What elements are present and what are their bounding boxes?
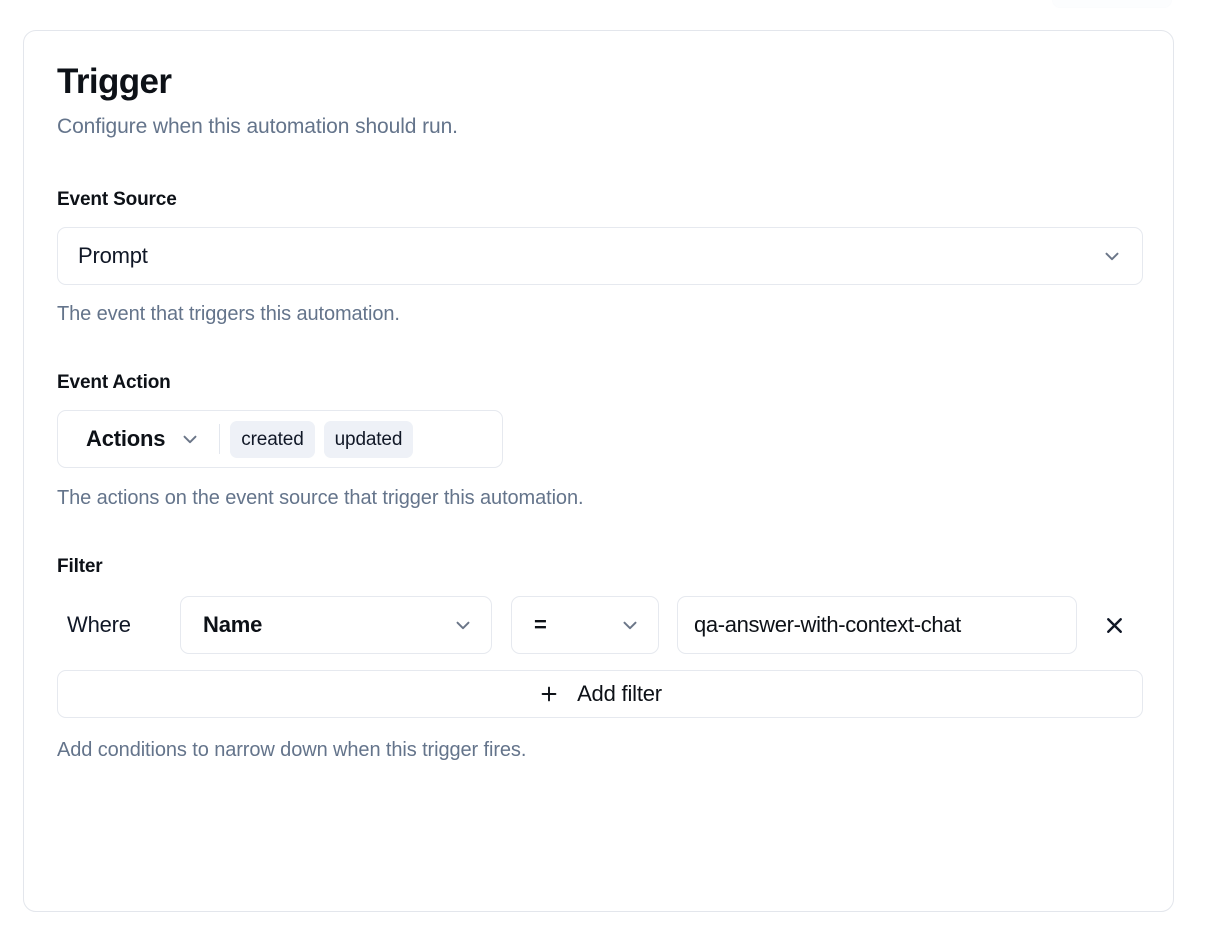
- chevron-down-icon: [1101, 245, 1123, 267]
- event-action-control: Actions created updated: [57, 410, 503, 468]
- chevron-down-icon: [619, 614, 641, 636]
- page-title: Trigger: [57, 62, 172, 101]
- chevron-down-icon: [452, 614, 474, 636]
- event-source-selected-value: Prompt: [78, 243, 148, 268]
- filter-help-text: Add conditions to narrow down when this …: [57, 739, 527, 761]
- plus-icon: [538, 683, 560, 705]
- event-source-select[interactable]: Prompt: [57, 227, 1143, 285]
- partial-element-above-card: [1052, 0, 1172, 8]
- event-source-label: Event Source: [57, 189, 177, 210]
- filter-operator-value: =: [534, 612, 547, 637]
- add-filter-label: Add filter: [577, 681, 662, 706]
- event-action-trigger-label: Actions: [86, 426, 166, 451]
- card-subtitle: Configure when this automation should ru…: [57, 115, 458, 138]
- event-action-dropdown-trigger[interactable]: Actions: [58, 411, 215, 467]
- event-action-chip-list: created updated: [230, 420, 414, 458]
- event-source-help-text: The event that triggers this automation.: [57, 303, 400, 325]
- filter-label: Filter: [57, 556, 103, 577]
- filter-value-input[interactable]: [677, 596, 1077, 654]
- where-label: Where: [67, 612, 131, 637]
- filter-field-value: Name: [203, 612, 263, 637]
- filter-group: Filter Where Name =: [57, 555, 1143, 763]
- event-action-chip[interactable]: updated: [323, 420, 414, 458]
- add-filter-button[interactable]: Add filter: [57, 670, 1143, 718]
- event-action-group: Event Action Actions created updated The…: [57, 371, 1140, 511]
- event-action-chip[interactable]: created: [230, 420, 315, 458]
- event-action-label: Event Action: [57, 372, 171, 393]
- event-source-group: Event Source Prompt The event that trigg…: [57, 188, 1143, 327]
- filter-field-select[interactable]: Name: [180, 596, 492, 654]
- close-icon: [1102, 613, 1127, 638]
- chevron-down-icon: [179, 428, 201, 450]
- trigger-card: Trigger Configure when this automation s…: [23, 30, 1174, 912]
- filter-condition-row: Where Name =: [57, 596, 1140, 654]
- remove-filter-button[interactable]: [1091, 602, 1137, 648]
- filter-operator-select[interactable]: =: [511, 596, 659, 654]
- divider: [219, 424, 221, 454]
- event-action-help-text: The actions on the event source that tri…: [57, 487, 584, 509]
